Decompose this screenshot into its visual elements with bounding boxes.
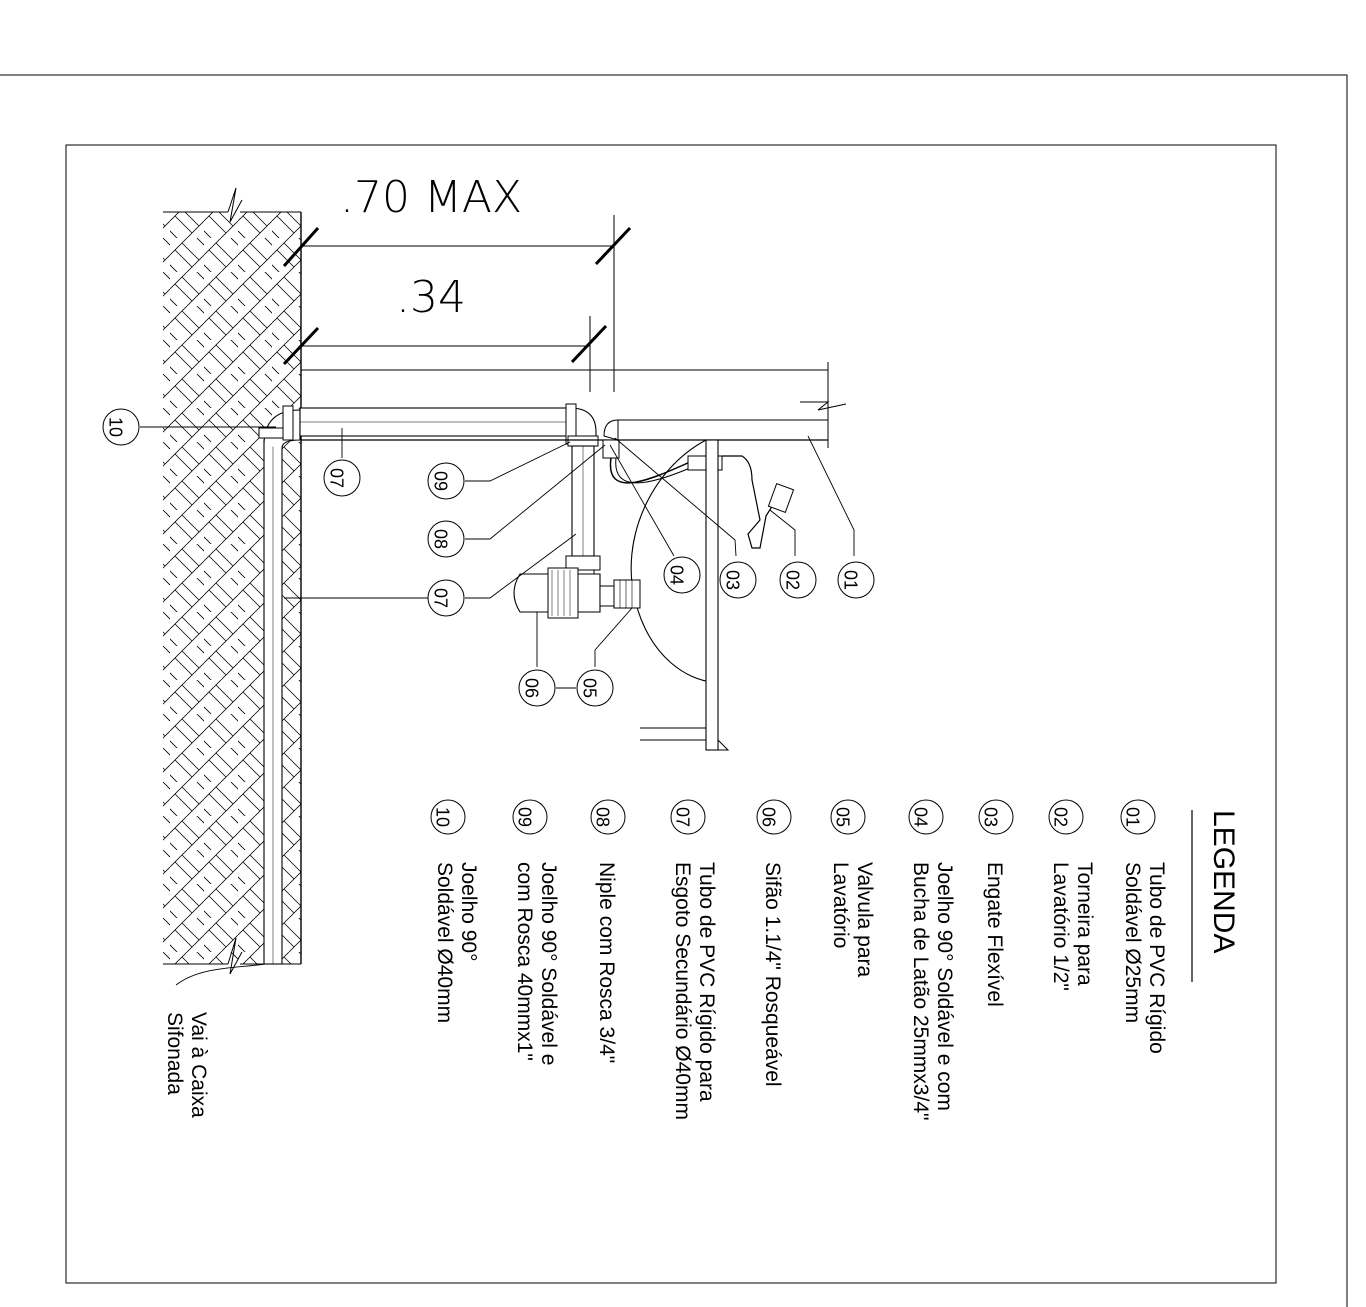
svg-text:07: 07 bbox=[430, 588, 450, 608]
svg-text:09: 09 bbox=[430, 471, 450, 491]
svg-text:Soldável Ø40mm: Soldável Ø40mm bbox=[433, 862, 456, 1023]
svg-text:LEGENDA: LEGENDA bbox=[1207, 810, 1240, 953]
svg-text:06: 06 bbox=[521, 678, 541, 698]
svg-text:Lavatório: Lavatório bbox=[829, 862, 852, 948]
svg-text:com Rosca 40mmx1": com Rosca 40mmx1" bbox=[513, 862, 536, 1061]
svg-text:06: 06 bbox=[758, 807, 778, 827]
outlet-note: Vai à Caixa Sifonada bbox=[163, 1012, 210, 1118]
svg-text:10: 10 bbox=[105, 417, 125, 437]
svg-text:04: 04 bbox=[666, 565, 686, 585]
svg-text:04: 04 bbox=[910, 807, 930, 827]
legend-item-07: 07 Tubo de PVC Rígido para Esgoto Secund… bbox=[670, 799, 718, 1120]
callout-04: 04 bbox=[663, 556, 701, 594]
siphon-assembly bbox=[513, 555, 641, 619]
callout-10: 10 bbox=[102, 408, 140, 446]
svg-text:07: 07 bbox=[672, 807, 692, 827]
callout-07-horizontal: 07 bbox=[323, 459, 361, 497]
supply-assembly bbox=[602, 419, 795, 549]
callout-03: 03 bbox=[719, 561, 757, 599]
legend-item-06: 06 Sifão 1.1/4" Rosqueável bbox=[756, 799, 792, 1087]
svg-text:Sifão 1.1/4" Rosqueável: Sifão 1.1/4" Rosqueável bbox=[761, 862, 784, 1087]
callout-09: 09 bbox=[427, 462, 465, 500]
inner-frame bbox=[65, 144, 1277, 1284]
callout-02: 02 bbox=[779, 561, 817, 599]
legend-item-10: 10 Joelho 90° Soldável Ø40mm bbox=[430, 799, 480, 1023]
legend-item-08: 08 Niple com Rosca 3/4" bbox=[590, 799, 626, 1063]
svg-text:08: 08 bbox=[430, 529, 450, 549]
svg-text:Sifonada: Sifonada bbox=[163, 1012, 186, 1095]
svg-text:08: 08 bbox=[592, 807, 612, 827]
svg-text:Niple com Rosca 3/4": Niple com Rosca 3/4" bbox=[595, 862, 618, 1063]
svg-text:Valvula para: Valvula para bbox=[853, 862, 876, 978]
svg-text:Tubo de PVC Rígido para: Tubo de PVC Rígido para bbox=[695, 862, 718, 1102]
leader-lines bbox=[140, 426, 855, 986]
legend-item-02: 02 Torneira para Lavatório 1/2" bbox=[1048, 799, 1096, 991]
svg-text:Lavatório 1/2": Lavatório 1/2" bbox=[1049, 862, 1072, 991]
svg-text:10: 10 bbox=[432, 807, 452, 827]
svg-text:Joelho 90° Soldável e: Joelho 90° Soldável e bbox=[537, 862, 560, 1065]
svg-text:01: 01 bbox=[1122, 807, 1142, 827]
legend-item-05: 05 Valvula para Lavatório bbox=[829, 799, 876, 978]
callout-01: 01 bbox=[837, 561, 875, 599]
legend: LEGENDA 01 Tubo de PVC Rígido Soldável Ø… bbox=[430, 799, 1240, 1120]
dimension-overall: .70 MAX bbox=[340, 172, 522, 223]
svg-text:Joelho 90° Soldável e com: Joelho 90° Soldável e com bbox=[933, 862, 956, 1111]
countertop bbox=[301, 362, 847, 448]
legend-item-04: 04 Joelho 90° Soldável e com Bucha de La… bbox=[908, 799, 956, 1120]
dimension-lower: .34 bbox=[396, 272, 466, 323]
svg-text:09: 09 bbox=[514, 807, 534, 827]
svg-text:03: 03 bbox=[722, 570, 742, 590]
svg-text:05: 05 bbox=[832, 807, 852, 827]
callout-07-vertical: 07 bbox=[427, 579, 465, 617]
svg-text:Esgoto Secundário Ø40mm: Esgoto Secundário Ø40mm bbox=[671, 862, 694, 1120]
legend-title: LEGENDA bbox=[1207, 810, 1240, 953]
svg-text:02: 02 bbox=[782, 570, 802, 590]
legend-item-01: 01 Tubo de PVC Rígido Soldável Ø25mm bbox=[1120, 799, 1168, 1054]
svg-text:Torneira para: Torneira para bbox=[1073, 862, 1096, 986]
svg-text:01: 01 bbox=[840, 570, 860, 590]
dimension-lines bbox=[282, 215, 632, 392]
callout-05: 05 bbox=[576, 669, 614, 707]
callout-08: 08 bbox=[427, 520, 465, 558]
svg-text:Soldável Ø25mm: Soldável Ø25mm bbox=[1121, 862, 1144, 1023]
svg-text:05: 05 bbox=[579, 678, 599, 698]
svg-text:07: 07 bbox=[326, 468, 346, 488]
svg-text:Engate Flexível: Engate Flexível bbox=[983, 862, 1006, 1007]
svg-text:02: 02 bbox=[1050, 807, 1070, 827]
svg-text:Vai à Caixa: Vai à Caixa bbox=[187, 1012, 210, 1118]
basin bbox=[630, 439, 730, 751]
legend-item-09: 09 Joelho 90° Soldável e com Rosca 40mmx… bbox=[512, 799, 560, 1065]
svg-text:03: 03 bbox=[980, 807, 1000, 827]
callout-06: 06 bbox=[518, 669, 556, 707]
svg-text:Bucha de Latão 25mmx3/4": Bucha de Latão 25mmx3/4" bbox=[909, 862, 932, 1120]
wall-drain-pipe bbox=[258, 405, 301, 965]
horizontal-drain-pipe bbox=[299, 403, 599, 557]
svg-text:Joelho 90°: Joelho 90° bbox=[457, 862, 480, 961]
legend-item-03: 03 Engate Flexível bbox=[978, 799, 1014, 1007]
outer-frame bbox=[0, 74, 1348, 1307]
svg-text:Tubo de PVC Rígido: Tubo de PVC Rígido bbox=[1145, 862, 1168, 1054]
